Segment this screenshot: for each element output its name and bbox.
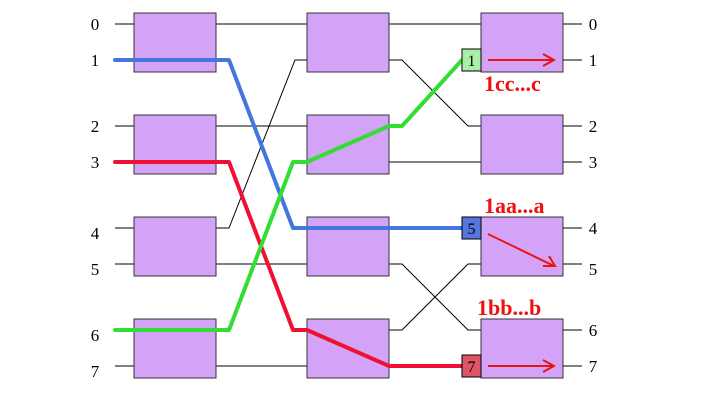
arrow-to-port-1	[488, 53, 557, 67]
switch-s1-0	[133, 12, 217, 73]
left-port-label: 1	[91, 51, 100, 70]
left-port-label: 4	[91, 224, 100, 243]
switch-s2-0	[306, 12, 390, 73]
left-port-label: 2	[91, 117, 100, 136]
route-red	[113, 160, 464, 368]
routing-tag-red-text: 7	[468, 359, 476, 376]
switch-s3-2	[480, 216, 564, 277]
switch-s1-3	[133, 318, 217, 379]
route-label-red: 1bb...b	[477, 295, 541, 320]
route-green	[113, 58, 464, 332]
switch-s2-2	[306, 216, 390, 277]
left-port-label: 3	[91, 153, 100, 172]
left-port-label: 6	[91, 326, 100, 345]
routing-tag-blue-text: 5	[468, 221, 476, 238]
right-port-label: 6	[589, 321, 598, 340]
left-port-labels: 0 1 2 3 4 5 6 7	[91, 15, 100, 381]
routing-tag-green: 1	[461, 48, 482, 72]
arrow-to-port-7	[488, 359, 557, 373]
left-port-label: 7	[91, 362, 100, 381]
switch-s3-3	[480, 318, 564, 379]
right-port-label: 7	[589, 357, 598, 376]
right-port-label: 4	[589, 219, 598, 238]
route-label-green: 1cc...c	[484, 71, 541, 96]
switch-s3-1	[480, 114, 564, 175]
right-port-labels: 0 1 2 3 4 5 6 7	[589, 15, 598, 376]
arrow-to-port-5	[487, 233, 557, 267]
route-blue	[113, 58, 464, 230]
routing-tag-red: 7	[461, 354, 482, 378]
interconnect-wires	[115, 23, 582, 367]
switch-s3-0	[480, 12, 564, 73]
switch-s1-2	[133, 216, 217, 277]
routing-tag-green-text: 1	[468, 53, 476, 70]
left-port-label: 0	[91, 15, 100, 34]
stage-2-switches	[306, 12, 390, 379]
route-label-blue: 1aa...a	[484, 193, 545, 218]
switch-s1-1	[133, 114, 217, 175]
right-port-label: 2	[589, 117, 598, 136]
left-port-label: 5	[91, 260, 100, 279]
routing-tag-blue: 5	[461, 216, 482, 240]
right-port-label: 0	[589, 15, 598, 34]
stage-1-switches	[133, 12, 217, 379]
right-port-label: 1	[589, 51, 598, 70]
right-port-label: 3	[589, 153, 598, 172]
output-arrows	[487, 53, 557, 373]
right-port-label: 5	[589, 260, 598, 279]
